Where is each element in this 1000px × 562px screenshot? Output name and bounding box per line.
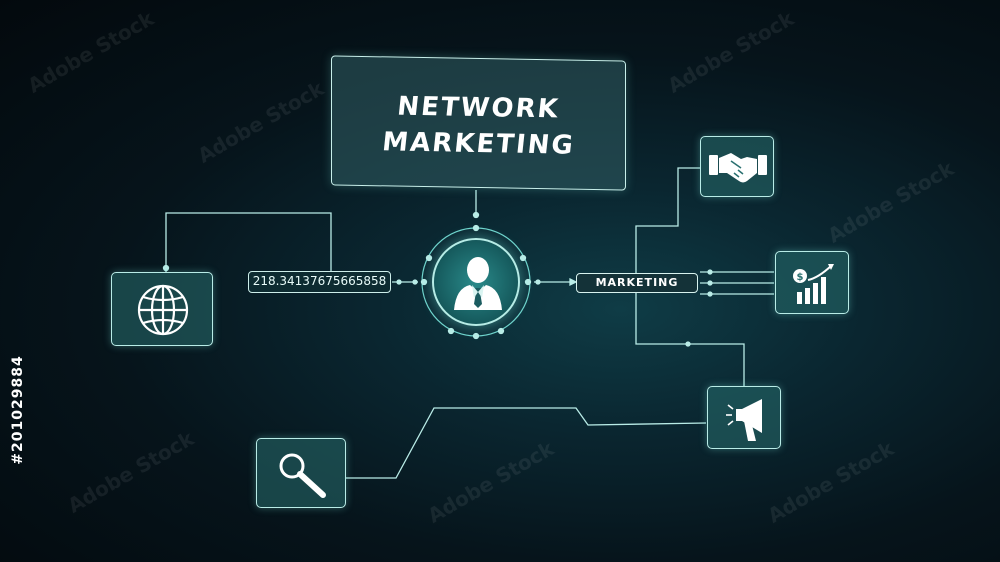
watermark-id: #201029884 xyxy=(10,355,26,465)
marketing-label: MARKETING xyxy=(576,273,698,293)
title-box: NETWORK MARKETING xyxy=(331,55,626,191)
connector-marketing-megaphone xyxy=(635,282,745,386)
connector-globe-label xyxy=(165,212,332,272)
handshake-icon xyxy=(709,153,767,183)
handshake-node[interactable] xyxy=(700,136,774,197)
connector-marketing-handshake xyxy=(635,167,700,282)
value-label: 218.34137675665858 xyxy=(248,271,391,293)
search-node[interactable] xyxy=(256,438,346,508)
connector-search-megaphone xyxy=(346,407,707,479)
growth-node[interactable]: $ xyxy=(775,251,849,314)
businessman-icon xyxy=(454,257,502,310)
central-hub xyxy=(432,238,520,326)
title-line-1: NETWORK xyxy=(395,91,562,125)
globe-node[interactable] xyxy=(111,272,213,346)
magnifying-glass-icon xyxy=(279,453,326,498)
megaphone-node[interactable] xyxy=(707,386,781,449)
money-growth-chart-icon: $ xyxy=(793,264,834,304)
title-line-2: MARKETING xyxy=(380,127,577,161)
svg-text:$: $ xyxy=(797,272,804,283)
globe-icon xyxy=(137,284,189,336)
megaphone-icon xyxy=(726,399,762,441)
